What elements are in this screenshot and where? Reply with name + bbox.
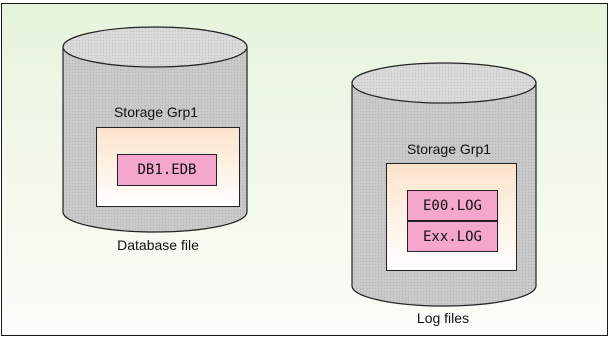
left-cylinder-caption: Database file bbox=[117, 237, 199, 253]
log-file-e00-log: E00.LOG bbox=[407, 190, 498, 221]
right-cylinder-caption: Log files bbox=[416, 310, 470, 326]
left-storage-group-label: Storage Grp1 bbox=[113, 104, 199, 120]
log-file-exx-log: Exx.LOG bbox=[407, 221, 498, 252]
database-file-db1-edb: DB1.EDB bbox=[117, 154, 217, 186]
right-storage-group-label: Storage Grp1 bbox=[406, 141, 492, 157]
